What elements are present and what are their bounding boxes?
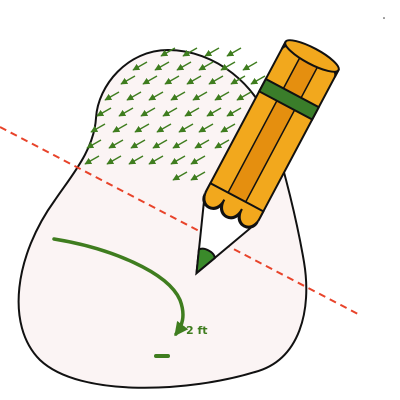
field-arrow	[226, 47, 242, 57]
field-arrow	[84, 155, 100, 165]
field-arrow	[104, 91, 120, 101]
field-arrow	[194, 139, 210, 149]
field-arrow	[242, 61, 258, 71]
field-arrow	[118, 107, 134, 117]
field-arrow	[112, 123, 128, 133]
field-arrow	[198, 61, 214, 71]
field-arrow	[172, 171, 188, 181]
field-arrow	[86, 139, 102, 149]
field-arrow	[152, 139, 168, 149]
field-arrow	[170, 155, 186, 165]
field-arrow	[134, 123, 150, 133]
field-arrow	[130, 139, 146, 149]
field-arrow	[90, 123, 106, 133]
dashed-boundary-line	[0, 126, 359, 315]
field-arrow	[126, 91, 142, 101]
field-arrow	[172, 139, 188, 149]
field-arrow	[204, 47, 220, 57]
field-arrow	[106, 155, 122, 165]
field-arrow	[164, 75, 180, 85]
field-arrow	[96, 107, 112, 117]
field-arrow	[120, 75, 136, 85]
pencil-icon	[195, 39, 340, 276]
field-arrow	[220, 123, 236, 133]
field-arrow	[214, 139, 230, 149]
field-arrow	[214, 91, 230, 101]
field-arrow	[108, 139, 124, 149]
field-arrow	[128, 155, 144, 165]
field-arrow	[140, 107, 156, 117]
field-arrow	[190, 155, 206, 165]
vector-field	[84, 47, 266, 181]
field-arrow	[206, 107, 222, 117]
field-arrow	[250, 75, 266, 85]
field-arrow	[148, 91, 164, 101]
field-arrow	[220, 61, 236, 71]
corner-dot	[383, 17, 385, 19]
field-arrow	[154, 61, 170, 71]
field-arrow	[226, 107, 242, 117]
field-arrow	[148, 155, 164, 165]
field-arrow	[142, 75, 158, 85]
field-arrow	[184, 107, 200, 117]
field-arrow	[186, 75, 202, 85]
field-arrow	[236, 91, 252, 101]
field-arrow	[156, 123, 172, 133]
field-arrow	[190, 171, 206, 181]
field-arrow	[162, 107, 178, 117]
field-arrow	[208, 75, 224, 85]
field-arrow	[230, 75, 246, 85]
field-arrow	[176, 61, 192, 71]
field-arrow	[192, 91, 208, 101]
field-arrow	[170, 91, 186, 101]
motion-path	[52, 237, 189, 337]
field-arrow	[182, 47, 198, 57]
field-arrow	[160, 47, 176, 57]
field-arrow	[132, 61, 148, 71]
field-arrow	[178, 123, 194, 133]
field-arrow	[198, 123, 214, 133]
distance-label: 2 ft	[186, 324, 208, 337]
